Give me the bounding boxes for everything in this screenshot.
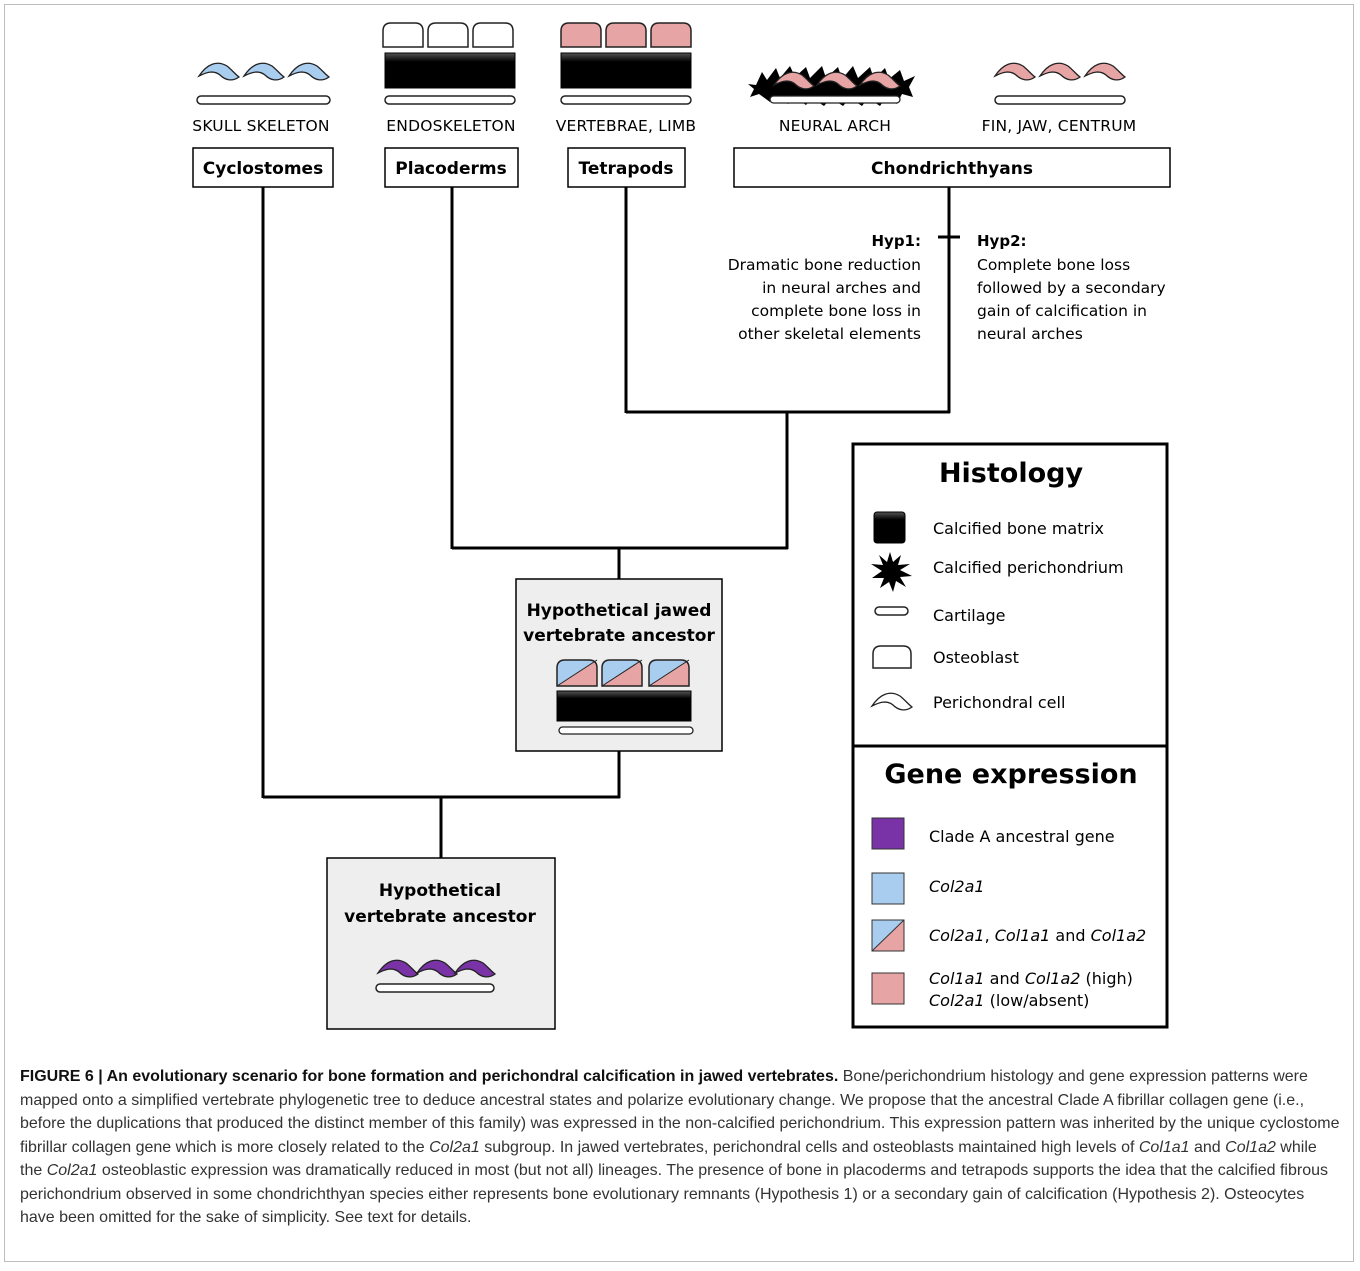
hypothesis-1: Hyp1: Dramatic bone reduction in neural … — [728, 232, 921, 343]
caption-text: osteoblastic expression was dramatically… — [20, 1162, 1329, 1226]
figure-frame — [4, 4, 1354, 1262]
clade-placoderms: Placoderms — [384, 147, 519, 188]
clade-label-cyclostomes: Cyclostomes — [203, 159, 323, 179]
legend-item-col1a-high: Col1a1 and Col1a2 (high) — [929, 969, 1133, 988]
legend-item-osteoblast: Osteoblast — [933, 648, 1019, 667]
phylogeny-diagram: Cyclostomes Placoderms Tetrapods Chondri… — [192, 22, 1171, 1030]
cyclostomes-histology — [196, 62, 331, 105]
hypothesis-2: Hyp2: Complete bone loss followed by a s… — [977, 232, 1166, 343]
caption-gene: Col1a2 — [1225, 1138, 1276, 1156]
col2a1-swatch — [871, 872, 905, 905]
clade-label-tetrapods: Tetrapods — [579, 159, 674, 179]
cartilage-icon — [375, 983, 495, 993]
jawed-ancestor-label: vertebrate ancestor — [523, 626, 715, 646]
clade-chondrichthyans: Chondrichthyans — [733, 147, 1171, 188]
clade-label-placoderms: Placoderms — [395, 159, 506, 179]
mixed-swatch — [871, 919, 905, 952]
vertebrate-ancestor-label: Hypothetical — [379, 881, 501, 901]
bone-matrix-icon — [556, 690, 692, 722]
legend-item-bone-matrix: Calcified bone matrix — [933, 519, 1104, 538]
clade-a-swatch — [871, 817, 905, 850]
tissue-label-tetrapods: VERTEBRAE, LIMB — [556, 117, 697, 135]
perichondral-cell-icon — [994, 62, 1036, 81]
jawed-vertebrate-ancestor: Hypothetical jawed vertebrate ancestor — [515, 578, 723, 752]
hyp1-line: Dramatic bone reduction — [728, 256, 921, 274]
osteoblast-icon — [648, 659, 690, 687]
hyp2-line: neural arches — [977, 325, 1083, 343]
neural-arch-histology — [748, 66, 915, 106]
osteoblast-icon — [560, 22, 602, 48]
legend-item-perichondral-cell: Perichondral cell — [933, 693, 1065, 712]
hyp2-line: followed by a secondary — [977, 279, 1166, 297]
osteoblast-icon — [601, 659, 643, 687]
hyp1-line: in neural arches and — [762, 279, 921, 297]
bone-matrix-icon — [560, 52, 692, 89]
tissue-label-neural-arch: NEURAL ARCH — [779, 117, 891, 135]
legend-gene-title: Gene expression — [884, 759, 1137, 790]
legend: Histology Calcified bone matrix Calcifie… — [851, 442, 1169, 1029]
osteoblast-icon — [472, 22, 514, 48]
hyp2-line: Complete bone loss — [977, 256, 1130, 274]
caption-gene: Col1a1 — [1138, 1138, 1190, 1156]
cartilage-icon — [994, 95, 1126, 105]
tissue-label-fin-jaw-centrum: FIN, JAW, CENTRUM — [982, 117, 1137, 135]
legend-item-mixed: Col2a1, Col1a1 and Col1a2 — [929, 926, 1146, 945]
tissue-label-placoderms: ENDOSKELETON — [386, 117, 515, 135]
fin-jaw-centrum-histology — [994, 62, 1126, 105]
clade-tetrapods: Tetrapods — [567, 147, 686, 188]
legend-item-col2a1: Col2a1 — [929, 877, 985, 896]
placoderms-histology — [382, 22, 516, 105]
col1a-high-swatch — [871, 972, 905, 1005]
caption-gene: Col2a1 — [46, 1162, 98, 1179]
perichondral-cell-icon — [243, 62, 285, 81]
tetrapods-histology — [560, 22, 692, 105]
perichondral-cell-icon — [198, 62, 240, 81]
cartilage-icon — [769, 95, 901, 104]
bone-matrix-icon — [873, 511, 906, 544]
caption-text: Bone/perichondrium histology and gene ex… — [20, 1068, 1340, 1156]
bone-matrix-icon — [384, 52, 516, 89]
hyp1-line: complete bone loss in — [751, 302, 921, 320]
osteoblast-icon — [605, 22, 647, 48]
vertebrate-ancestor: Hypothetical vertebrate ancestor — [326, 857, 556, 1030]
tissue-label-cyclostomes: SKULL SKELETON — [192, 117, 329, 135]
hyp2-line: gain of calcification in — [977, 302, 1147, 320]
caption-gene: Col2a1 — [429, 1138, 480, 1156]
cartilage-icon — [560, 95, 692, 105]
legend-item-calcified-perichondrium: Calcified perichondrium — [933, 558, 1124, 577]
jawed-ancestor-label: Hypothetical jawed — [527, 601, 712, 621]
calcified-perichondrium-icon — [871, 552, 912, 592]
clade-label-chondrichthyans: Chondrichthyans — [871, 159, 1033, 179]
caption-text: subgroup. In jawed vertebrates, perichon… — [479, 1138, 1139, 1156]
hyp2-heading: Hyp2: — [977, 232, 1027, 250]
vertebrate-ancestor-label: vertebrate ancestor — [344, 907, 536, 927]
legend-item-cartilage: Cartilage — [933, 606, 1006, 625]
cartilage-icon — [384, 95, 516, 105]
cartilage-icon — [196, 95, 331, 105]
cartilage-icon — [558, 726, 694, 735]
perichondral-cell-icon — [288, 62, 330, 81]
hyp1-heading: Hyp1: — [871, 232, 921, 250]
osteoblast-icon — [427, 22, 469, 48]
osteoblast-icon — [556, 659, 598, 687]
legend-item-col2a1-low: Col2a1 (low/absent) — [929, 991, 1089, 1010]
tree-branches — [261, 187, 960, 858]
legend-item-clade-a: Clade A ancestral gene — [929, 827, 1115, 846]
osteoblast-icon — [382, 22, 424, 48]
hyp1-line: other skeletal elements — [738, 325, 921, 343]
osteoblast-icon — [872, 645, 912, 669]
caption-heading: FIGURE 6 | An evolutionary scenario for … — [20, 1068, 839, 1085]
legend-histology-title: Histology — [939, 458, 1084, 489]
clade-cyclostomes: Cyclostomes — [192, 147, 334, 188]
caption-text: and — [1189, 1138, 1226, 1156]
osteoblast-icon — [650, 22, 692, 48]
perichondral-cell-icon — [1084, 62, 1126, 81]
cartilage-icon — [874, 606, 909, 616]
caption-text: while the — [20, 1138, 1317, 1180]
figure-caption: FIGURE 6 | An evolutionary scenario for … — [20, 1065, 1340, 1230]
perichondral-cell-icon — [1039, 62, 1081, 81]
